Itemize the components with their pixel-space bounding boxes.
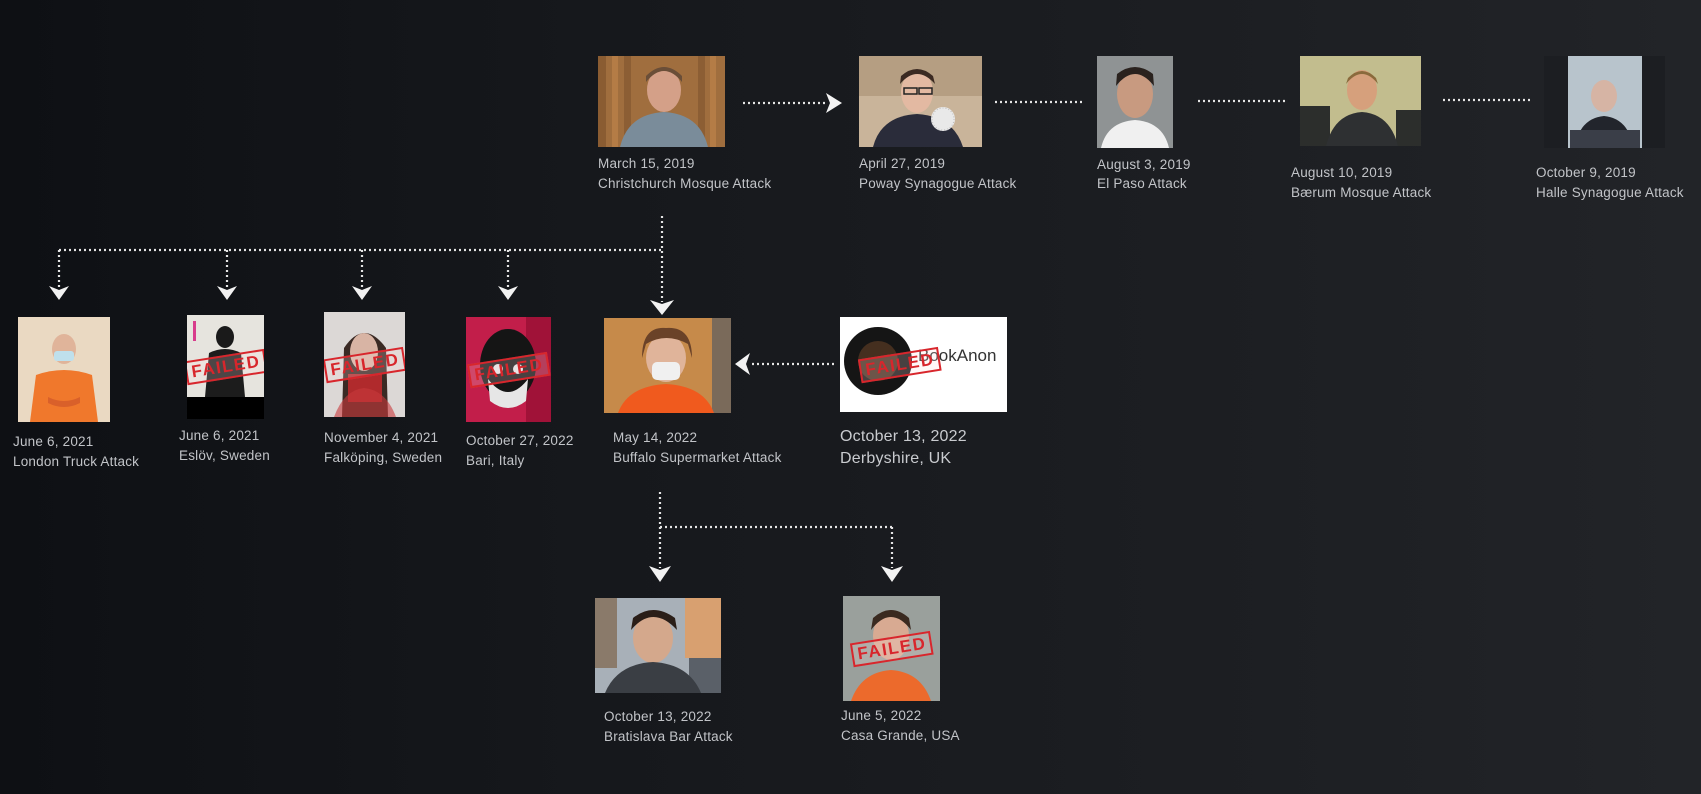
event-date: October 27, 2022 xyxy=(466,433,574,448)
event-title: Halle Synagogue Attack xyxy=(1536,185,1684,200)
event-title: Bari, Italy xyxy=(466,453,525,468)
event-title: Casa Grande, USA xyxy=(841,728,960,743)
event-photo-eslov: FAILED xyxy=(187,315,264,419)
event-date: May 14, 2022 xyxy=(613,430,698,445)
event-title: Bratislava Bar Attack xyxy=(604,729,733,744)
event-photo-christchurch xyxy=(598,56,725,147)
event-title: El Paso Attack xyxy=(1097,176,1187,191)
event-title: London Truck Attack xyxy=(13,454,140,469)
event-date: October 13, 2022 xyxy=(604,709,712,724)
event-date: October 13, 2022 xyxy=(840,428,967,445)
event-date: August 10, 2019 xyxy=(1291,165,1393,180)
event-photo-baerum xyxy=(1300,56,1421,146)
event-date: June 6, 2021 xyxy=(179,428,260,443)
logo-wordmark: BookAnon xyxy=(918,346,997,365)
event-photo-bratislava xyxy=(595,598,721,693)
event-photo-buffalo xyxy=(604,318,731,413)
arrowhead-bari xyxy=(498,286,518,300)
event-date: August 3, 2019 xyxy=(1097,157,1191,172)
event-photo-bari: FAILED xyxy=(466,317,551,422)
event-date: March 15, 2019 xyxy=(598,156,695,171)
event-title: Poway Synagogue Attack xyxy=(859,176,1017,191)
event-photo-falkoping: FAILED xyxy=(324,312,405,417)
event-title: Eslöv, Sweden xyxy=(179,448,270,463)
arrowhead-buffalo-left xyxy=(735,353,750,375)
event-title: Bærum Mosque Attack xyxy=(1291,185,1432,200)
event-photo-elpaso xyxy=(1097,56,1173,148)
event-title: Buffalo Supermarket Attack xyxy=(613,450,782,465)
event-photo-london xyxy=(18,317,110,422)
arrowhead-eslov xyxy=(217,286,237,300)
event-date: June 5, 2022 xyxy=(841,708,922,723)
event-photo-casagrande: FAILED xyxy=(843,596,940,701)
arrowhead-bratislava xyxy=(649,566,671,582)
arrowhead-casagrande xyxy=(881,566,903,582)
event-title: Derbyshire, UK xyxy=(840,450,952,467)
event-photo-poway xyxy=(859,56,982,147)
arrowhead-london xyxy=(49,286,69,300)
event-date: October 9, 2019 xyxy=(1536,165,1636,180)
arrowhead-poway xyxy=(826,93,842,113)
arrowhead-buffalo xyxy=(650,300,674,315)
event-date: June 6, 2021 xyxy=(13,434,94,449)
event-photo-halle xyxy=(1544,56,1665,148)
event-date: November 4, 2021 xyxy=(324,430,439,445)
event-title: Christchurch Mosque Attack xyxy=(598,176,772,191)
event-title: Falköping, Sweden xyxy=(324,450,443,465)
event-photo-derbyshire: BookAnon FAILED xyxy=(840,317,1007,412)
arrowhead-falkoping xyxy=(352,286,372,300)
event-date: April 27, 2019 xyxy=(859,156,946,171)
